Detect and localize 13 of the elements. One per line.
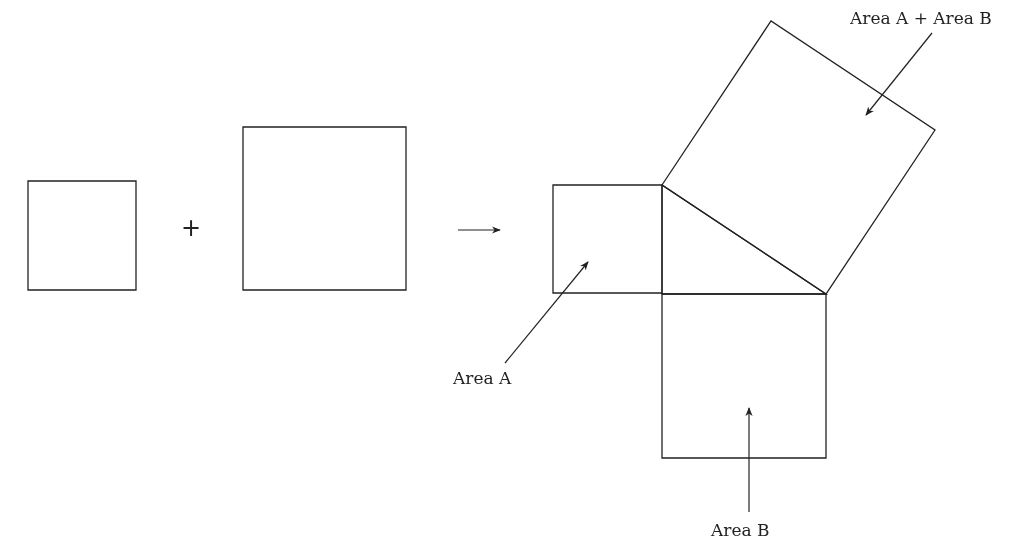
area-label: Area B bbox=[711, 520, 770, 540]
square-outline bbox=[553, 185, 662, 293]
plus-sign: + bbox=[181, 214, 202, 242]
square-outline bbox=[243, 127, 406, 290]
leader-arrow bbox=[865, 32, 933, 116]
area-label: Area A bbox=[453, 368, 512, 388]
arrow bbox=[457, 226, 501, 234]
square-outline bbox=[662, 294, 826, 458]
leader-arrow bbox=[745, 407, 753, 513]
leader-arrow bbox=[504, 261, 589, 364]
square-outline bbox=[28, 181, 136, 290]
right-triangle-outline bbox=[662, 185, 826, 294]
area-label: Area A + Area B bbox=[850, 8, 992, 28]
